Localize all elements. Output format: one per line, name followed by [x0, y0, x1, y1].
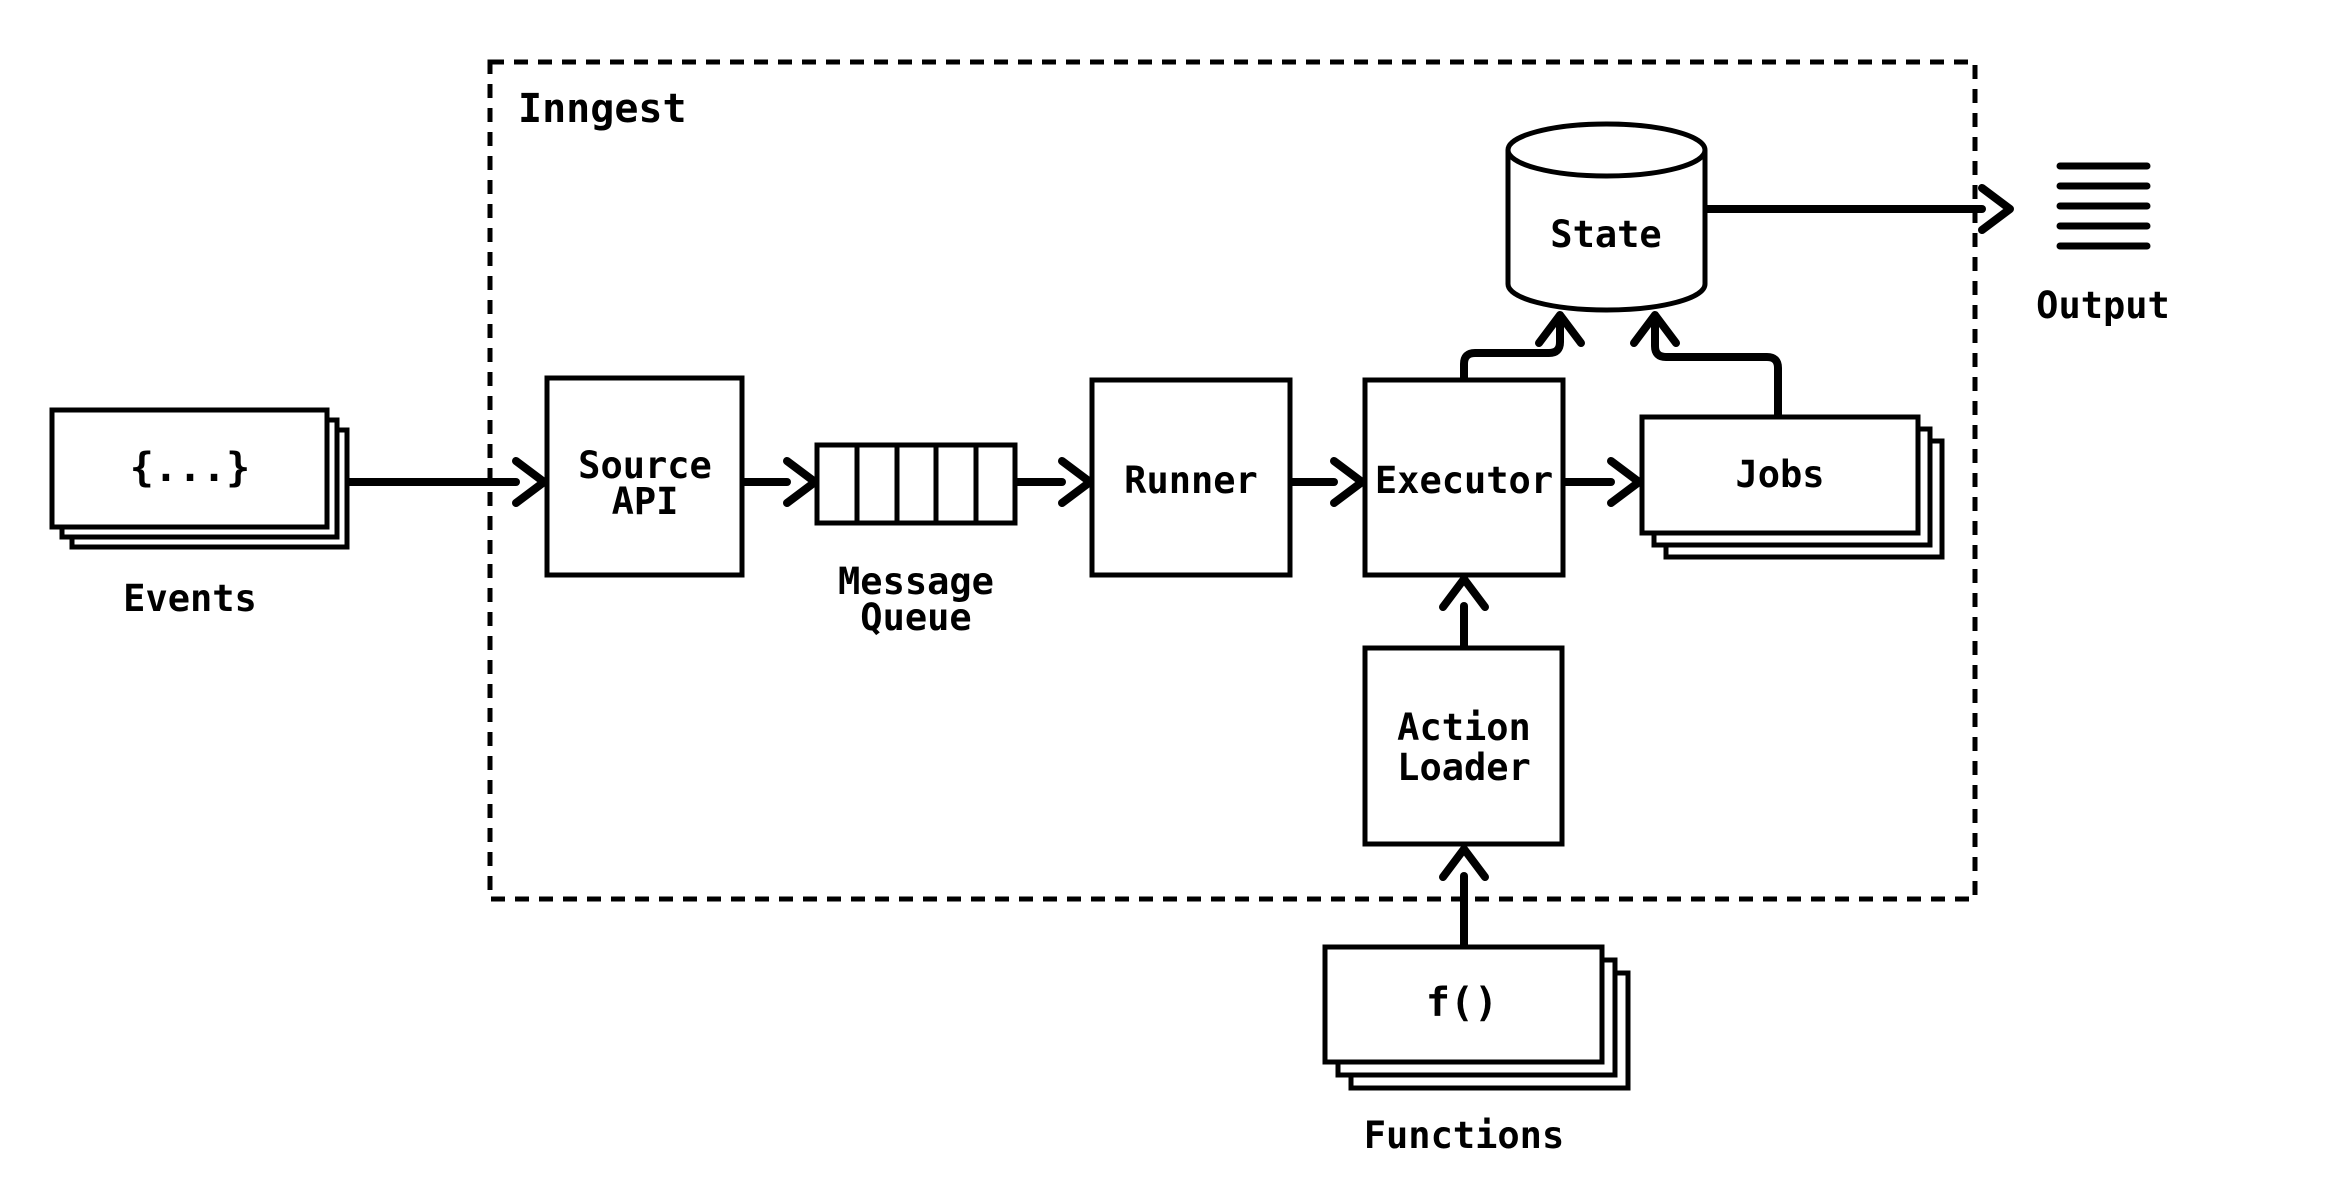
arrow-jobs-to-state — [1630, 311, 1782, 421]
arrow-executor-to-state — [1460, 311, 1585, 384]
state-cylinder: State — [1505, 121, 1708, 313]
arrow-source-api-to-queue — [738, 457, 819, 507]
state-label: State — [1550, 213, 1661, 256]
message-queue-node — [814, 442, 1018, 526]
arrow-events-to-source-api — [343, 457, 548, 507]
action-loader-label-line1: Action — [1397, 706, 1531, 749]
inngest-title: Inngest — [518, 86, 687, 132]
action-loader-label-line2: Loader — [1397, 746, 1531, 789]
runner-box — [1089, 377, 1293, 578]
executor-box — [1362, 377, 1566, 578]
arrow-action-loader-to-executor — [1439, 575, 1489, 652]
message-queue-label-line2: Queue — [860, 596, 971, 639]
functions-card-text: f() — [1426, 980, 1498, 1026]
source-api-box — [544, 375, 745, 578]
arrow-runner-to-executor — [1286, 457, 1366, 507]
runner-node: Runner — [1089, 377, 1293, 578]
events-card-text: {...} — [130, 445, 250, 491]
arrowhead-icon — [1439, 845, 1489, 881]
message-queue-box — [814, 442, 1018, 526]
executor-label: Executor — [1375, 459, 1553, 502]
arrowhead-icon — [1535, 311, 1585, 347]
arrowhead-icon — [1439, 575, 1489, 611]
arrow-state-to-output — [1701, 184, 2014, 234]
arrowhead-icon — [783, 457, 819, 507]
events-stack: {...} — [49, 407, 350, 550]
arrow-queue-to-runner — [1011, 457, 1094, 507]
jobs-label: Jobs — [1735, 453, 1824, 496]
jobs-card-front — [1639, 414, 1921, 536]
functions-label: Functions — [1364, 1114, 1564, 1157]
action-loader-box — [1362, 645, 1565, 847]
action-loader-node: Action Loader — [1362, 645, 1565, 847]
executor-node: Executor — [1362, 377, 1566, 578]
arrowhead-icon — [1978, 184, 2014, 234]
jobs-stack: Jobs — [1639, 414, 1945, 560]
events-card-front — [49, 407, 330, 530]
arrowhead-icon — [1607, 457, 1643, 507]
message-queue-label-line1: Message — [838, 560, 994, 603]
arrowhead-icon — [1330, 457, 1366, 507]
output-label: Output — [2036, 284, 2170, 327]
output-lines-icon — [2056, 162, 2151, 250]
arrowhead-icon — [1630, 311, 1680, 347]
runner-label: Runner — [1124, 459, 1258, 502]
source-api-node: Source API — [544, 375, 745, 578]
arrow-executor-to-jobs — [1559, 457, 1643, 507]
source-api-label-line2: API — [612, 480, 679, 523]
arrowhead-icon — [1058, 457, 1094, 507]
state-cylinder-body — [1505, 150, 1708, 313]
functions-stack: f() — [1322, 944, 1631, 1091]
arrow-functions-to-action-loader — [1439, 845, 1489, 951]
source-api-label-line1: Source — [578, 444, 712, 487]
state-cylinder-top — [1505, 121, 1708, 179]
arrowhead-icon — [512, 457, 548, 507]
events-label: Events — [123, 577, 257, 620]
functions-card-front — [1322, 944, 1605, 1065]
